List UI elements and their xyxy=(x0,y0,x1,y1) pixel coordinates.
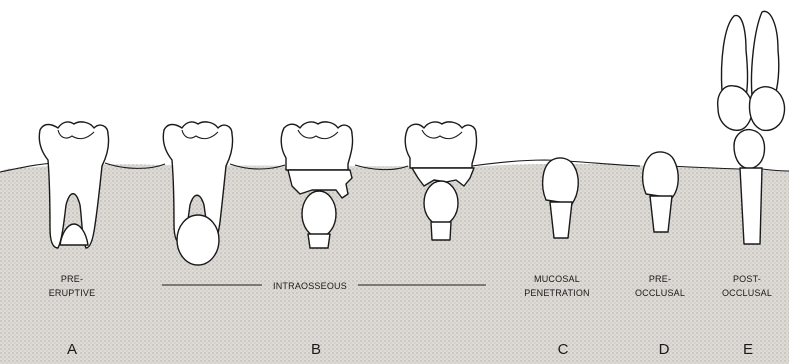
stage-letter-e: E xyxy=(743,341,753,358)
label-pre-occlusal-line-1: PRE- xyxy=(649,274,671,284)
label-post-occlusal-line-2: OCCLUSAL xyxy=(722,288,772,298)
label-mucosal-line-1: MUCOSAL xyxy=(534,274,580,284)
label-pre-eruptive-line-1: PRE- xyxy=(61,274,83,284)
stage-letter-d: D xyxy=(659,341,670,358)
label-pre-eruptive-line-2: ERUPTIVE xyxy=(49,288,96,298)
label-post-occlusal-line-1: POST- xyxy=(733,274,761,284)
stage-letter-a: A xyxy=(67,341,77,358)
stage-letter-c: C xyxy=(558,341,569,358)
label-pre-occlusal-line-2: OCCLUSAL xyxy=(635,288,685,298)
label-intraosseous-text: INTRAOSSEOUS xyxy=(273,281,347,291)
stage-letter-b: B xyxy=(311,341,321,358)
label-mucosal-line-2: PENETRATION xyxy=(524,288,590,298)
